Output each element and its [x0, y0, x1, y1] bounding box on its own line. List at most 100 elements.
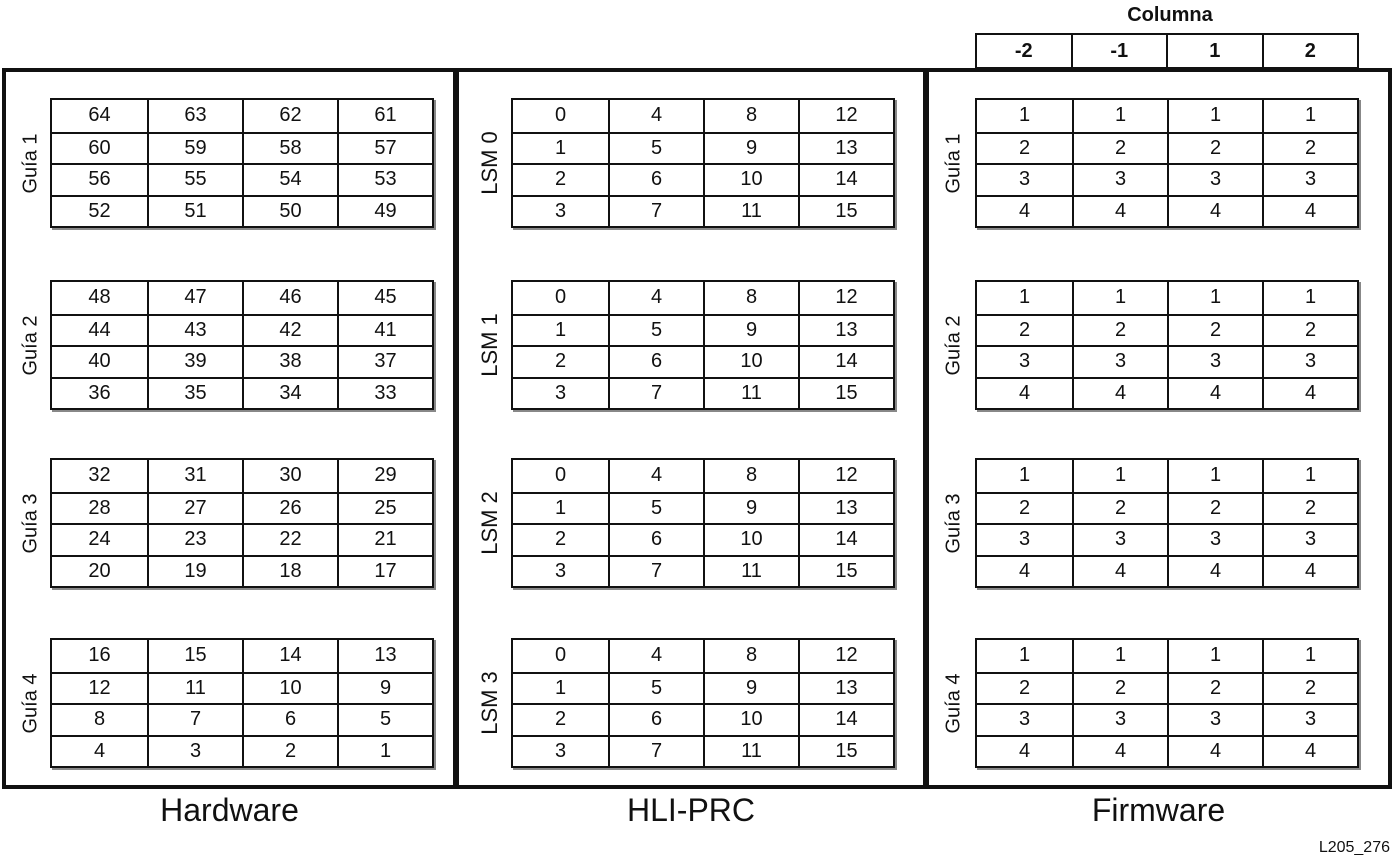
grid-cell: 3 — [977, 703, 1072, 735]
grid-cell: 5 — [608, 671, 703, 703]
grid-cell: 6 — [608, 703, 703, 735]
column-header-cell: 2 — [1261, 35, 1358, 67]
grid-cell: 3 — [977, 345, 1072, 377]
group-label: LSM 1 — [473, 280, 507, 410]
group-label: LSM 3 — [473, 638, 507, 768]
grid-cell: 35 — [147, 376, 242, 408]
grid-cell: 1 — [1167, 640, 1262, 672]
group-label: LSM 2 — [473, 458, 507, 588]
grid-cell: 7 — [608, 554, 703, 586]
grid-cell: 4 — [608, 282, 703, 314]
grid-cell: 3 — [1262, 163, 1357, 195]
grid-cell: 14 — [798, 703, 893, 735]
grid-cell: 20 — [52, 554, 147, 587]
grid-cell: 11 — [147, 671, 242, 703]
grid-cell: 6 — [608, 163, 703, 195]
grid-cell: 2 — [977, 131, 1072, 164]
grid-cell: 37 — [337, 345, 432, 377]
group-label-text: Guía 3 — [942, 492, 965, 554]
hardware-title: Hardware — [160, 792, 299, 828]
grid-cell: 52 — [52, 194, 147, 227]
grid-cell: 27 — [147, 491, 242, 523]
grid-cell: 3 — [977, 163, 1072, 195]
grid-cell: 1 — [1262, 100, 1357, 132]
grid-cell: 4 — [608, 100, 703, 132]
grid-cell: 1 — [513, 671, 608, 704]
grid-cell: 2 — [1262, 671, 1357, 703]
grid-cell: 14 — [798, 163, 893, 195]
grid-cell: 9 — [703, 313, 798, 345]
group-label-text: Guía 4 — [942, 672, 965, 734]
grid-cell: 2 — [1072, 313, 1167, 345]
column-header-cell: -1 — [1070, 35, 1167, 67]
grid-cell: 4 — [1167, 376, 1262, 408]
grid-cell: 53 — [337, 163, 432, 195]
grid-cell: 1 — [1072, 100, 1167, 132]
grid-cell: 50 — [242, 194, 337, 226]
grid-cell: 15 — [798, 554, 893, 586]
grid-cell: 32 — [88, 464, 111, 487]
grid-cell: 12 — [52, 671, 147, 704]
grid-cell: 55 — [147, 163, 242, 195]
grid-cell: 3 — [1072, 523, 1167, 555]
group-label-text: Guía 1 — [942, 132, 965, 194]
grid-cell: 2 — [1167, 671, 1262, 703]
grid-cell: 6 — [242, 703, 337, 735]
grid-cell: 7 — [608, 194, 703, 226]
column-header-row: -2 -1 1 2 — [975, 33, 1359, 69]
grid-cell: 2 — [1072, 671, 1167, 703]
grid-cell: 31 — [147, 460, 242, 492]
grid-cell: 1 — [1072, 640, 1167, 672]
grid-cell: 16 — [88, 644, 111, 667]
grid-cell: 5 — [608, 131, 703, 163]
grid-cell: 15 — [798, 734, 893, 766]
grid-cell: 1 — [513, 131, 608, 164]
grid-cell: 3 — [1072, 703, 1167, 735]
group-label-text: Guía 4 — [19, 672, 42, 734]
grid-cell: 57 — [337, 131, 432, 163]
grid-cell: 48 — [88, 286, 111, 309]
grid-cell: 1 — [1072, 460, 1167, 492]
grid-cell: 39 — [147, 345, 242, 377]
grid-cell: 2 — [513, 163, 608, 195]
group-label: Guía 2 — [14, 280, 48, 410]
grid-cell: 2 — [1167, 313, 1262, 345]
grid-cell: 13 — [337, 640, 432, 672]
grid-cell: 51 — [147, 194, 242, 226]
grid-cell: 2 — [977, 491, 1072, 524]
grid-cell: 4 — [977, 376, 1072, 409]
grid-cell: 3 — [1262, 345, 1357, 377]
grid-cell: 47 — [147, 282, 242, 314]
grid-cell: 1 — [1167, 100, 1262, 132]
group-label-text: LSM 1 — [477, 313, 502, 377]
grid-cell: 11 — [703, 554, 798, 586]
grid-cell: 44 — [52, 313, 147, 346]
grid-cell: 22 — [242, 523, 337, 555]
grid-cell: 4 — [1167, 194, 1262, 226]
grid-cell: 3 — [513, 734, 608, 767]
group-label-text: Guía 1 — [19, 132, 42, 194]
grid-cell: 0 — [554, 644, 567, 667]
grid-cell: 10 — [703, 345, 798, 377]
grid-cell: 33 — [337, 376, 432, 408]
group-label: Guía 3 — [14, 458, 48, 588]
grid-cell: 12 — [798, 282, 893, 314]
grid-cell: 2 — [1072, 491, 1167, 523]
grid-cell: 34 — [242, 376, 337, 408]
figure-id: L205_276 — [1318, 839, 1390, 856]
group-label: LSM 0 — [473, 98, 507, 228]
hli-prc-title: HLI-PRC — [626, 792, 755, 828]
grid-cell: 41 — [337, 313, 432, 345]
grid-cell: 2 — [513, 523, 608, 555]
grid-cell: 4 — [1262, 554, 1357, 586]
firmware-title: Firmware — [1091, 792, 1226, 828]
